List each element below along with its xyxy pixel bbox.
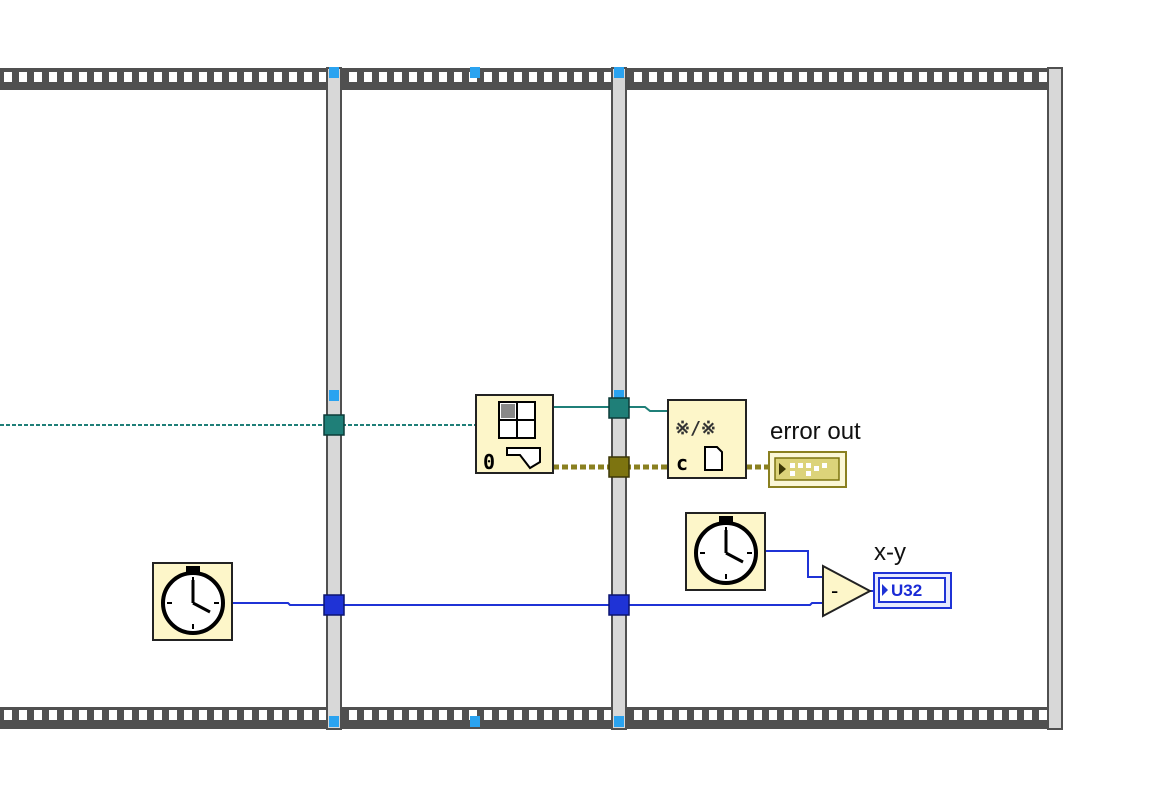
u32-wire-1 (232, 602, 828, 606)
u32-wire-2 (765, 550, 828, 578)
split-node[interactable]: 0 (475, 394, 554, 474)
close-file-text: c (676, 451, 688, 475)
stopwatch-icon (694, 516, 758, 585)
filmstrip-top (0, 68, 1062, 90)
x-y-indicator[interactable]: x-y U32 (873, 539, 952, 609)
u32-tunnel-1 (323, 594, 345, 616)
close-file-icon: ※/※ (675, 418, 723, 471)
error-out-label: error out (770, 418, 861, 445)
selection-handles[interactable] (329, 67, 624, 727)
subtract-symbol: - (831, 578, 838, 603)
refnum-tunnel-2 (608, 397, 630, 419)
stopwatch-icon (161, 566, 225, 635)
split-node-text: 0 (483, 450, 495, 474)
refnum-wire-out (553, 406, 668, 412)
error-out-indicator[interactable]: error out (768, 418, 861, 488)
filmstrip-bottom (0, 707, 1062, 729)
tick-count-node-1[interactable] (152, 562, 233, 641)
indicator-arrow-icon (882, 584, 888, 596)
x-y-label: x-y (874, 539, 906, 566)
x-y-type-text: U32 (891, 581, 922, 600)
grid-split-icon (498, 401, 541, 470)
tick-count-node-2[interactable] (685, 512, 766, 591)
tunnels[interactable] (323, 397, 630, 616)
error-tunnel (608, 456, 630, 478)
svg-text:※/※: ※/※ (675, 418, 716, 439)
subtract-icon (822, 564, 873, 618)
refnum-tunnel-1 (323, 414, 345, 436)
u32-tunnel-2 (608, 594, 630, 616)
cluster-icon (790, 463, 827, 476)
frame-right-edge (1047, 67, 1063, 730)
subtract-node[interactable]: - (822, 564, 873, 618)
close-file-node[interactable]: ※/※ c (667, 399, 747, 479)
